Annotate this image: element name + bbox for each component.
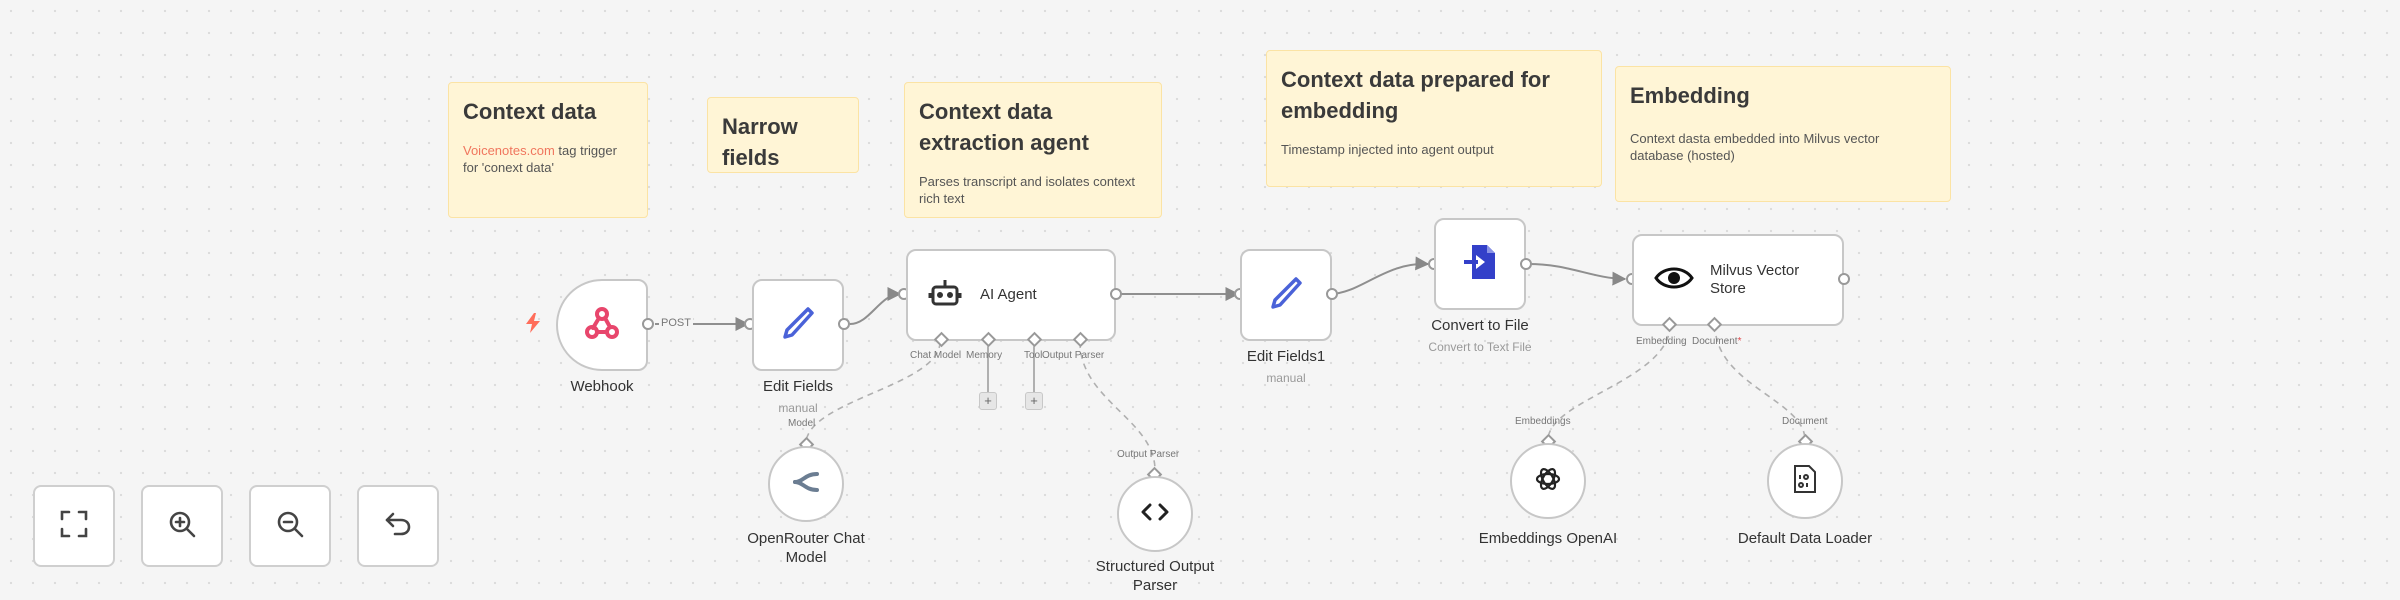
pencil-icon	[778, 303, 818, 348]
code-brackets-icon	[1141, 502, 1169, 527]
milvus-output-handle[interactable]	[1838, 273, 1850, 285]
edit-fields1-subtitle: manual	[1266, 371, 1306, 385]
fit-view-button[interactable]	[33, 485, 115, 567]
convert-output-handle[interactable]	[1520, 258, 1532, 270]
webhook-icon	[582, 303, 622, 348]
convert-to-file-label: Convert to File	[1431, 317, 1529, 334]
edge-editfields-agent	[849, 287, 902, 325]
edge-editfields1-convert	[1329, 256, 1430, 295]
sticky-embedding[interactable]: Embedding Context dasta embedded into Mi…	[1615, 66, 1951, 202]
edge-agent-parser	[1079, 341, 1156, 471]
sticky-title: Embedding	[1630, 83, 1750, 108]
parser-port-label: Output Parser	[1117, 449, 1180, 460]
default-data-loader-label: Default Data Loader	[1737, 530, 1873, 547]
embeddings-openai-node[interactable]	[1510, 443, 1586, 519]
trigger-bolt-icon	[526, 313, 540, 338]
edit-fields-subtitle: manual	[778, 401, 818, 415]
port-label-embedding: Embedding	[1636, 336, 1687, 347]
sticky-title: Context data extraction agent	[919, 99, 1089, 155]
file-convert-icon	[1460, 242, 1500, 287]
structured-output-parser-node[interactable]	[1117, 476, 1193, 552]
openrouter-node[interactable]	[768, 446, 844, 522]
ai-agent-node[interactable]: AI Agent	[906, 249, 1116, 341]
convert-to-file-node[interactable]	[1434, 218, 1526, 310]
embeddings-port-label: Embeddings	[1515, 416, 1571, 427]
openai-icon	[1532, 463, 1564, 500]
sticky-title: Context data prepared for embedding	[1281, 67, 1550, 123]
edge-agent-openrouter	[805, 341, 941, 443]
structured-output-parser-label: Structured Output Parser	[1095, 558, 1215, 594]
add-tool-button[interactable]: +	[1025, 392, 1043, 410]
edge-convert-milvus	[1527, 263, 1627, 286]
port-label-chat-model: Chat Model	[910, 350, 962, 361]
port-label-memory: Memory	[966, 350, 1003, 361]
edit-fields-output-handle[interactable]	[838, 318, 850, 330]
pencil-icon	[1266, 273, 1306, 318]
zoom-out-icon	[275, 509, 305, 544]
milvus-label: Milvus Vector Store	[1710, 262, 1800, 297]
openrouter-label: OpenRouter Chat Model	[747, 530, 865, 566]
milvus-vector-store-node[interactable]: Milvus Vector Store	[1632, 234, 1844, 326]
edit-fields1-label: Edit Fields1	[1246, 348, 1326, 365]
port-label-document: Document*	[1692, 336, 1742, 347]
webhook-output-handle[interactable]	[642, 318, 654, 330]
sticky-context-data[interactable]: Context data Voicenotes.com tag trigger …	[448, 82, 648, 218]
eye-icon	[1654, 264, 1694, 297]
sticky-description: Timestamp injected into agent output	[1281, 141, 1494, 157]
default-data-loader-node[interactable]	[1767, 443, 1843, 519]
robot-icon	[928, 276, 962, 315]
ai-agent-label: AI Agent	[980, 286, 1037, 303]
zoom-in-icon	[167, 509, 197, 544]
sticky-description: Parses transcript and isolates context r…	[919, 173, 1136, 207]
sticky-narrow-fields[interactable]: Narrow fields	[707, 97, 859, 173]
openrouter-port-label: Model	[788, 418, 816, 429]
port-label-output-parser: Output Parser	[1042, 350, 1105, 361]
sticky-prepared-for-embedding[interactable]: Context data prepared for embedding Time…	[1266, 50, 1602, 187]
edit-fields-label: Edit Fields	[762, 378, 834, 395]
sticky-description: Voicenotes.com tag trigger for 'conext d…	[463, 142, 617, 176]
webhook-label: Webhook	[570, 378, 634, 395]
edge-milvus-loader	[1714, 324, 1806, 441]
zoom-out-button[interactable]	[249, 485, 331, 567]
sticky-title: Narrow fields	[722, 114, 798, 170]
sticky-description: Context dasta embedded into Milvus vecto…	[1630, 130, 1880, 164]
fullscreen-icon	[59, 509, 89, 544]
document-binary-icon	[1792, 464, 1818, 499]
add-memory-button[interactable]: +	[979, 392, 997, 410]
loader-port-label: Document	[1782, 416, 1828, 427]
edit-fields-node[interactable]	[752, 279, 844, 371]
reset-zoom-button[interactable]	[357, 485, 439, 567]
edit-fields1-node[interactable]	[1240, 249, 1332, 341]
edge-post-label: POST	[659, 317, 693, 329]
port-label-tool: Tool	[1024, 350, 1043, 361]
sticky-title: Context data	[463, 99, 597, 124]
openrouter-icon	[791, 470, 821, 499]
edit-fields1-output-handle[interactable]	[1326, 288, 1338, 300]
voicenotes-link[interactable]: Voicenotes.com	[463, 142, 555, 158]
undo-icon	[383, 509, 413, 544]
zoom-in-button[interactable]	[141, 485, 223, 567]
ai-agent-output-handle[interactable]	[1110, 288, 1122, 300]
embeddings-openai-label: Embeddings OpenAI	[1478, 530, 1618, 547]
convert-to-file-subtitle: Convert to Text File	[1428, 340, 1532, 354]
webhook-node[interactable]	[556, 279, 648, 371]
edge-milvus-embeddings	[1547, 324, 1671, 441]
sticky-extraction-agent[interactable]: Context data extraction agent Parses tra…	[904, 82, 1162, 218]
